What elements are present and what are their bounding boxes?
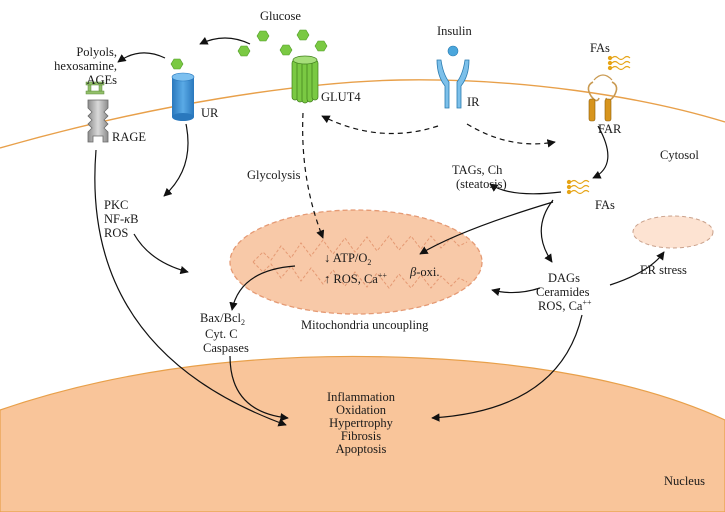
arrow-mito-to-bax bbox=[229, 265, 296, 311]
fatty-acids-top-icon bbox=[607, 55, 631, 71]
arrow-ir-to-far bbox=[466, 123, 556, 148]
label-steatosis: (steatosis) bbox=[456, 177, 507, 191]
label-dags: DAGs bbox=[548, 271, 580, 285]
outcome-item: Fibrosis bbox=[341, 429, 381, 443]
arrow-ir-to-glut4 bbox=[321, 115, 439, 135]
label-cyt-c: Cyt. C bbox=[205, 327, 238, 341]
label-glut4: GLUT4 bbox=[321, 90, 361, 104]
er-stress-organelle bbox=[632, 215, 714, 249]
label-beta-oxidation: β-oxi. bbox=[409, 265, 440, 279]
label-ros-ca-right: ROS, Ca++ bbox=[538, 298, 592, 313]
label-pkc: PKC bbox=[104, 198, 128, 212]
label-mitochondria-uncoupling: Mitochondria uncoupling bbox=[301, 318, 429, 332]
arrow-pkc-to-mito bbox=[133, 233, 189, 275]
arrow-ros-to-nucleus bbox=[431, 314, 583, 422]
outcome-item: Apoptosis bbox=[336, 442, 387, 456]
rage-receptor-icon bbox=[85, 81, 109, 143]
ur-receptor-icon bbox=[171, 72, 195, 121]
label-nucleus: Nucleus bbox=[664, 474, 705, 488]
arrow-fas-to-tags bbox=[489, 183, 562, 195]
arrow-rage-to-nucleus bbox=[94, 149, 287, 427]
label-ros-ca: ↑ ROS, Ca++ bbox=[324, 271, 387, 286]
arrow-ur-to-polyols bbox=[117, 52, 166, 63]
outcome-item: Hypertrophy bbox=[329, 416, 394, 430]
label-polyols: Polyols, bbox=[76, 45, 117, 59]
label-fas-cytosol: FAs bbox=[595, 198, 615, 212]
label-atp-o2: ↓ ATP/O2 bbox=[324, 251, 371, 267]
label-ages: AGEs bbox=[86, 73, 117, 87]
arrow-fas-to-dags bbox=[540, 199, 554, 263]
outcomes-list: Inflammation Oxidation Hypertrophy Fibro… bbox=[327, 390, 396, 456]
arrow-dags-to-er bbox=[609, 251, 665, 286]
glut4-transporter-icon bbox=[291, 55, 319, 104]
label-caspases: Caspases bbox=[203, 341, 249, 355]
label-hexosamine: hexosamine, bbox=[54, 59, 117, 73]
arrow-caspases-to-nucleus bbox=[229, 355, 289, 422]
label-tags-ch: TAGs, Ch bbox=[452, 163, 503, 177]
label-ceramides: Ceramides bbox=[536, 285, 590, 299]
insulin-receptor-icon bbox=[436, 45, 470, 109]
pathway-arrows bbox=[94, 36, 665, 427]
cell-membrane bbox=[0, 79, 725, 149]
label-glycolysis: Glycolysis bbox=[247, 168, 301, 182]
nucleus bbox=[0, 355, 725, 512]
far-receptor-icon bbox=[587, 74, 618, 122]
label-ur: UR bbox=[201, 106, 219, 120]
label-far: FAR bbox=[598, 122, 622, 136]
label-nfkb: NF-κB bbox=[104, 212, 139, 226]
arrow-glycolysis-to-mito bbox=[302, 112, 325, 239]
label-bax-bcl2: Bax/Bcl2 bbox=[200, 311, 245, 327]
arrow-ur-to-pkc bbox=[163, 123, 189, 197]
outcome-item: Oxidation bbox=[336, 403, 387, 417]
label-insulin: Insulin bbox=[437, 24, 472, 38]
label-rage: RAGE bbox=[112, 130, 146, 144]
arrow-dags-to-mito bbox=[491, 287, 541, 296]
mitochondrion bbox=[229, 209, 483, 315]
label-ros-left: ROS bbox=[104, 226, 128, 240]
label-glucose: Glucose bbox=[260, 9, 301, 23]
outcome-item: Inflammation bbox=[327, 390, 396, 404]
label-cytosol: Cytosol bbox=[660, 148, 699, 162]
arrow-glucose-to-ur bbox=[199, 36, 251, 45]
fatty-acids-cytosol-icon bbox=[566, 179, 590, 195]
arrow-far-to-fas bbox=[592, 125, 609, 179]
label-ir: IR bbox=[467, 95, 480, 109]
label-fas-top: FAs bbox=[590, 41, 610, 55]
arrow-fas-to-mito bbox=[419, 201, 554, 255]
label-er-stress: ER stress bbox=[640, 263, 687, 277]
